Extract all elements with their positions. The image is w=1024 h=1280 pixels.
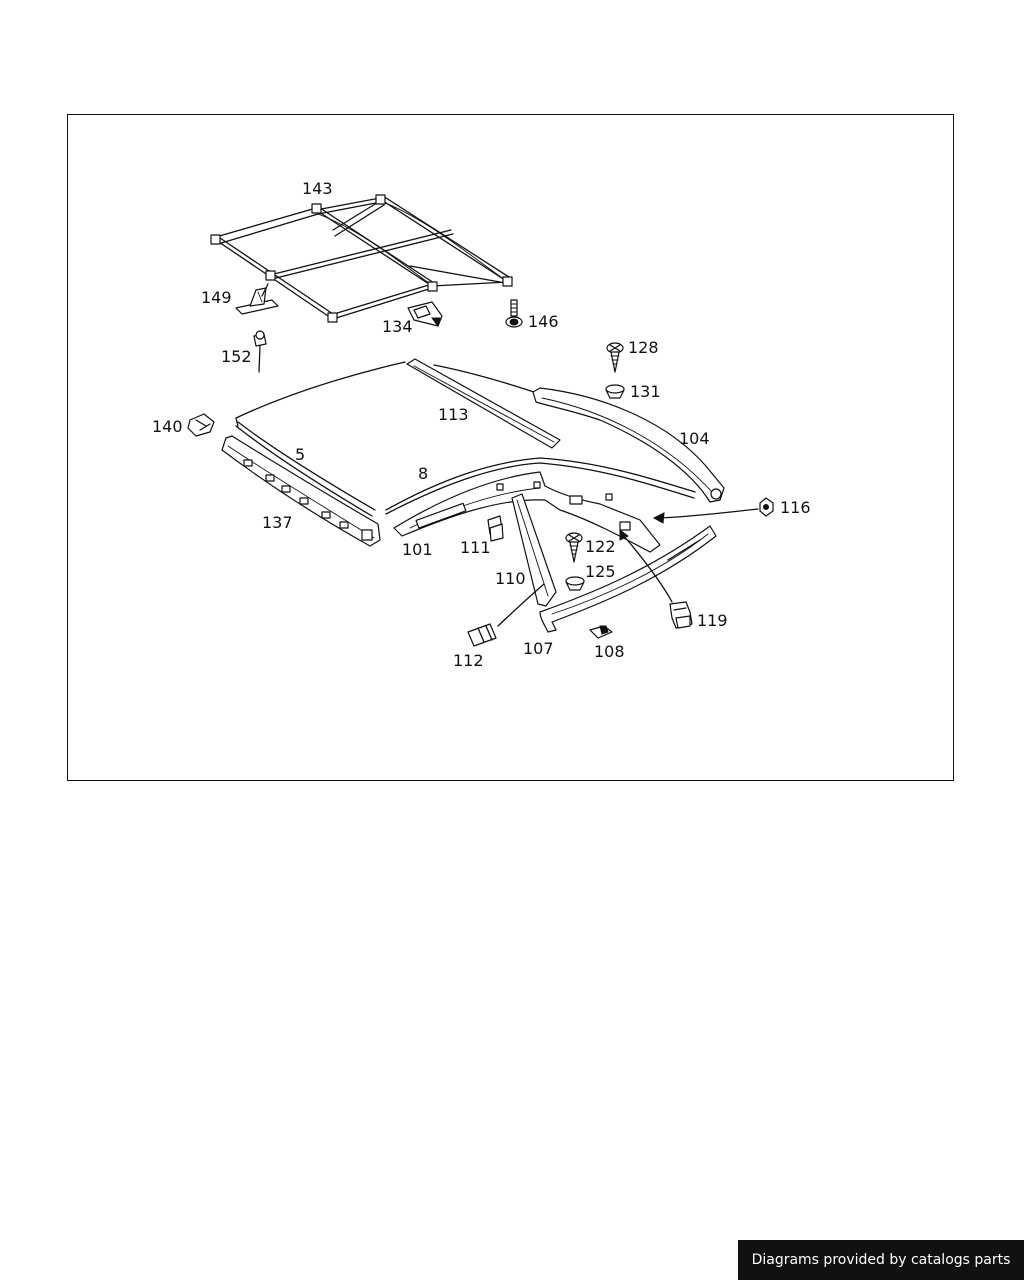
label-107: 107	[523, 639, 554, 658]
part-111-clip	[487, 515, 504, 542]
part-5-glass	[235, 361, 541, 517]
part-125-cap	[565, 576, 585, 591]
label-125: 125	[585, 562, 616, 581]
part-8-seal	[385, 457, 696, 515]
label-152: 152	[221, 347, 252, 366]
label-104: 104	[679, 429, 710, 448]
part-101-side-trim	[393, 471, 661, 553]
label-134: 134	[382, 317, 413, 336]
part-number-labels: 143 149 134 146 152 128 131 113 104 140 …	[152, 179, 811, 670]
part-122-screw	[565, 532, 583, 563]
label-122: 122	[585, 537, 616, 556]
part-113-strip	[406, 358, 561, 449]
part-112-clip	[467, 623, 497, 647]
part-140-clip	[187, 413, 215, 437]
label-137: 137	[262, 513, 293, 532]
part-131-cap	[605, 384, 625, 399]
part-128-screw	[606, 342, 624, 373]
label-113: 113	[438, 405, 469, 424]
label-146: 146	[528, 312, 559, 331]
part-119-clip	[669, 601, 693, 629]
part-149-bracket	[235, 283, 279, 315]
part-137-header-trim	[221, 435, 381, 547]
label-5: 5	[295, 445, 305, 464]
part-110-pillar-trim	[511, 493, 557, 607]
label-112: 112	[453, 651, 484, 670]
part-152-pin	[253, 330, 267, 373]
label-140: 140	[152, 417, 183, 436]
label-131: 131	[630, 382, 661, 401]
part-143-roof-frame	[210, 194, 513, 323]
label-108: 108	[594, 642, 625, 661]
label-116: 116	[780, 498, 811, 517]
label-111: 111	[460, 538, 491, 557]
part-146-bolt	[505, 299, 523, 328]
label-128: 128	[628, 338, 659, 357]
diagram-frame	[67, 114, 954, 781]
credit-banner: Diagrams provided by catalogs parts	[738, 1240, 1024, 1280]
label-119: 119	[697, 611, 728, 630]
label-110: 110	[495, 569, 526, 588]
part-107-sill-trim	[539, 525, 717, 633]
label-8: 8	[418, 464, 428, 483]
label-101: 101	[402, 540, 433, 559]
callout-leaders	[497, 508, 759, 627]
part-116-nut	[759, 497, 774, 517]
label-143: 143	[302, 179, 333, 198]
part-108-clip	[589, 625, 613, 639]
label-149: 149	[201, 288, 232, 307]
part-104-rail	[532, 387, 725, 503]
part-134-clip	[407, 301, 443, 328]
